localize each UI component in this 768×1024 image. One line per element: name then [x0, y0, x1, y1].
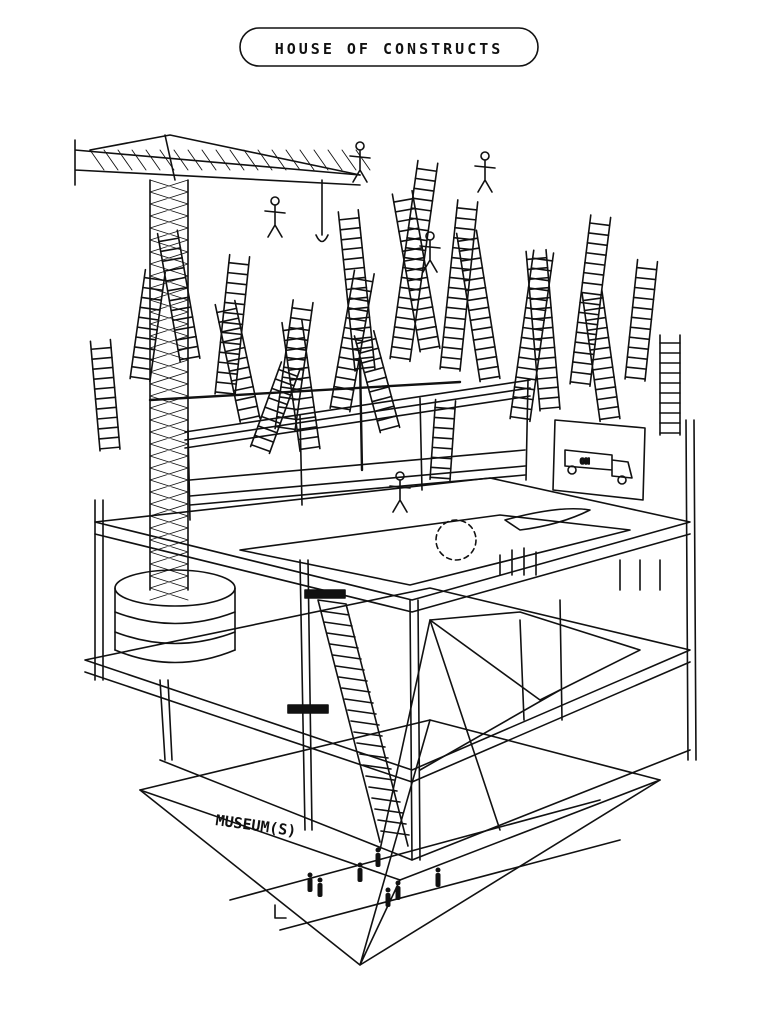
ladder: [455, 229, 501, 383]
ladders: [89, 159, 681, 482]
title-banner: HOUSE OF CONSTRUCTS: [239, 27, 539, 67]
ladder: [439, 199, 479, 372]
person: [395, 880, 401, 900]
ladder: [659, 334, 681, 436]
tower-crane: [74, 134, 371, 664]
ladder: [281, 319, 321, 453]
figure: [419, 231, 441, 273]
title-text: HOUSE OF CONSTRUCTS: [275, 40, 504, 58]
person: [307, 872, 313, 892]
ladder: [391, 189, 441, 353]
figure: [389, 471, 411, 513]
museum-pyramid: [139, 719, 691, 966]
figure: [474, 151, 496, 193]
ladder: [89, 338, 121, 452]
people: [264, 141, 496, 907]
columns: [94, 419, 697, 861]
figure: [264, 196, 286, 238]
ladder: [624, 258, 659, 382]
staircase: [287, 589, 410, 847]
truck-sign-text: ON: [580, 457, 590, 466]
person: [385, 887, 391, 907]
top-floor-slab: [94, 477, 691, 613]
ladder: [214, 299, 261, 423]
ladder: [129, 268, 167, 383]
ladder: [337, 209, 376, 372]
person: [375, 847, 381, 867]
person: [435, 867, 441, 887]
person: [357, 862, 363, 882]
ladder: [353, 330, 401, 434]
ladder: [581, 289, 621, 423]
figure: [349, 141, 371, 183]
person: [317, 877, 323, 897]
museum-label: MUSEUM(S): [214, 811, 297, 840]
upper-railing: [148, 358, 531, 521]
ladder: [509, 249, 555, 423]
ladder: [429, 398, 457, 482]
ladder: [569, 214, 612, 388]
billboard: ON: [552, 419, 646, 501]
ladder: [525, 248, 561, 412]
ladder: [214, 253, 251, 397]
